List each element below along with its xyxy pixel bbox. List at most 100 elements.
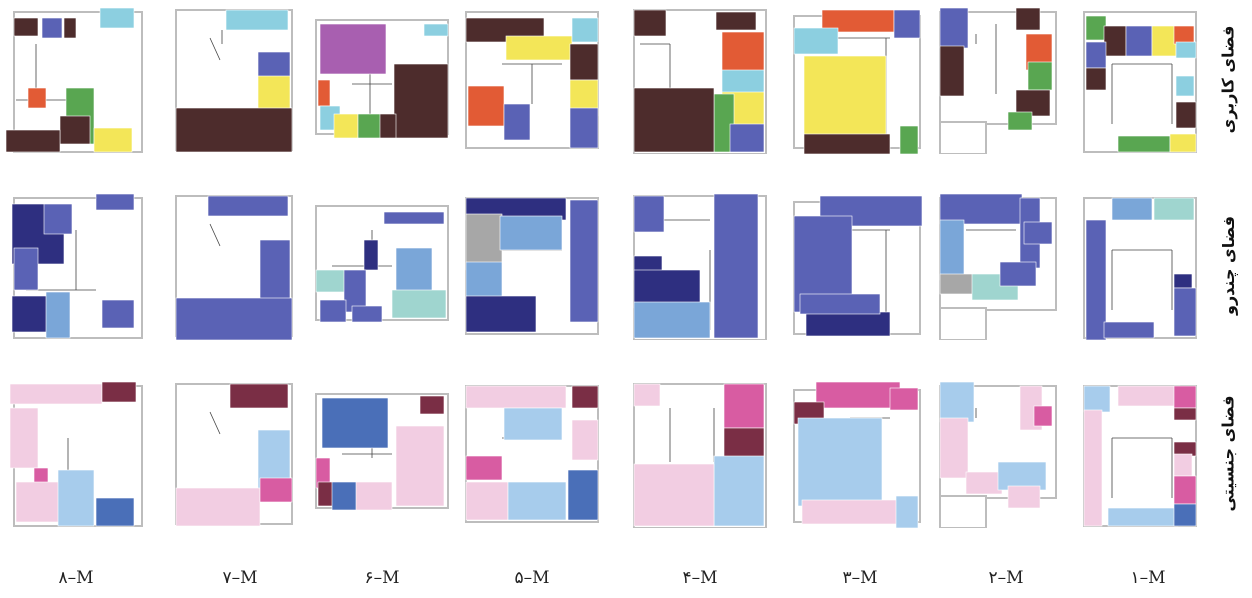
plan-partition — [209, 411, 221, 435]
row-label-multi: فضای چندرو — [1206, 190, 1250, 340]
column-label: ۷–M — [222, 568, 258, 588]
plan-room — [507, 481, 567, 521]
plan-room — [1153, 197, 1195, 221]
plan-wall — [939, 121, 987, 154]
plan-room — [633, 463, 715, 527]
plan-room — [13, 17, 39, 37]
plan-room — [895, 495, 919, 528]
plan-room — [567, 469, 599, 521]
floor-plan-icon — [315, 393, 449, 511]
usage-m7 — [170, 4, 310, 154]
plan-room — [317, 79, 331, 107]
column-label: ۶–M — [364, 568, 400, 588]
plan-room — [15, 481, 61, 523]
floor-plan-icon — [793, 195, 923, 337]
multi-m4 — [630, 190, 770, 340]
plan-partition — [209, 223, 221, 247]
plan-room — [939, 7, 969, 49]
gender-m8 — [6, 378, 146, 528]
plan-room — [1085, 15, 1107, 41]
plan-room — [9, 407, 39, 469]
plan-room — [59, 115, 91, 145]
floor-plan-icon — [315, 205, 449, 323]
floor-plan-icon — [9, 381, 143, 527]
plan-room — [893, 9, 921, 39]
column-label: ۵–M — [514, 568, 550, 588]
plan-room — [713, 455, 765, 527]
floor-plan-icon — [315, 19, 449, 139]
row-label-text: فضای کاربری — [1218, 25, 1238, 133]
plan-room — [6, 129, 61, 153]
plan-room — [1083, 385, 1111, 413]
floor-plan-icon — [175, 383, 293, 527]
plan-room — [569, 43, 599, 81]
plan-room — [355, 481, 393, 511]
plan-room — [175, 297, 293, 340]
floor-plan-icon — [793, 381, 921, 528]
plan-room — [1175, 75, 1195, 97]
usage-m4 — [630, 4, 770, 154]
plan-room — [633, 87, 715, 153]
plan-room — [797, 417, 883, 507]
usage-m3 — [790, 4, 930, 154]
plan-room — [465, 385, 567, 409]
plan-room — [633, 269, 701, 309]
plan-room — [965, 471, 1003, 495]
plan-room — [1107, 507, 1179, 527]
plan-room — [799, 293, 881, 315]
usage-m6 — [312, 4, 452, 154]
usage-m5 — [462, 4, 602, 154]
plan-room — [1085, 67, 1107, 91]
plan-room — [175, 107, 293, 153]
floor-plan-icon — [939, 7, 1057, 154]
floor-plan-icon — [465, 385, 599, 523]
plan-room — [569, 199, 599, 323]
plan-room — [939, 273, 977, 295]
multi-m8 — [6, 190, 146, 340]
plan-room — [1015, 7, 1041, 31]
plan-room — [321, 397, 389, 449]
plan-room — [801, 499, 899, 525]
plan-room — [1169, 133, 1197, 153]
plan-room — [465, 455, 503, 481]
plan-room — [465, 261, 503, 299]
floor-plan-icon — [175, 9, 293, 153]
plan-room — [569, 107, 599, 149]
plan-room — [351, 305, 383, 323]
plan-room — [9, 383, 103, 405]
plan-room — [1175, 41, 1197, 59]
plan-room — [95, 193, 135, 211]
plan-room — [939, 219, 965, 281]
floor-plan-icon — [1083, 197, 1197, 340]
floor-plan-icon — [1083, 11, 1197, 153]
plan-room — [175, 487, 261, 527]
plan-room — [57, 469, 95, 527]
multi-m5 — [462, 190, 602, 340]
floor-plan-icon — [11, 193, 143, 339]
plan-room — [467, 85, 505, 127]
plan-wall — [939, 307, 987, 340]
multi-m7 — [170, 190, 310, 340]
plan-room — [101, 299, 135, 329]
floor-plan-icon — [175, 195, 293, 340]
gender-m3 — [790, 378, 930, 528]
plan-room — [997, 461, 1047, 491]
plan-room — [1173, 407, 1197, 421]
gender-m6 — [312, 378, 452, 528]
plan-wall — [939, 495, 987, 528]
plan-room — [1033, 405, 1053, 427]
plan-room — [715, 11, 757, 31]
plan-room — [45, 291, 71, 339]
plan-room — [713, 193, 759, 339]
plan-room — [383, 211, 445, 225]
plan-room — [1125, 25, 1153, 57]
column-label: ۴–M — [682, 568, 718, 588]
floor-plan-icon — [633, 193, 767, 340]
plan-room — [1173, 25, 1195, 45]
plan-room — [1103, 321, 1155, 339]
plan-room — [1173, 475, 1197, 505]
plan-room — [803, 55, 887, 139]
plan-room — [1173, 453, 1193, 477]
plan-room — [503, 407, 563, 441]
multi-m2 — [936, 190, 1076, 340]
